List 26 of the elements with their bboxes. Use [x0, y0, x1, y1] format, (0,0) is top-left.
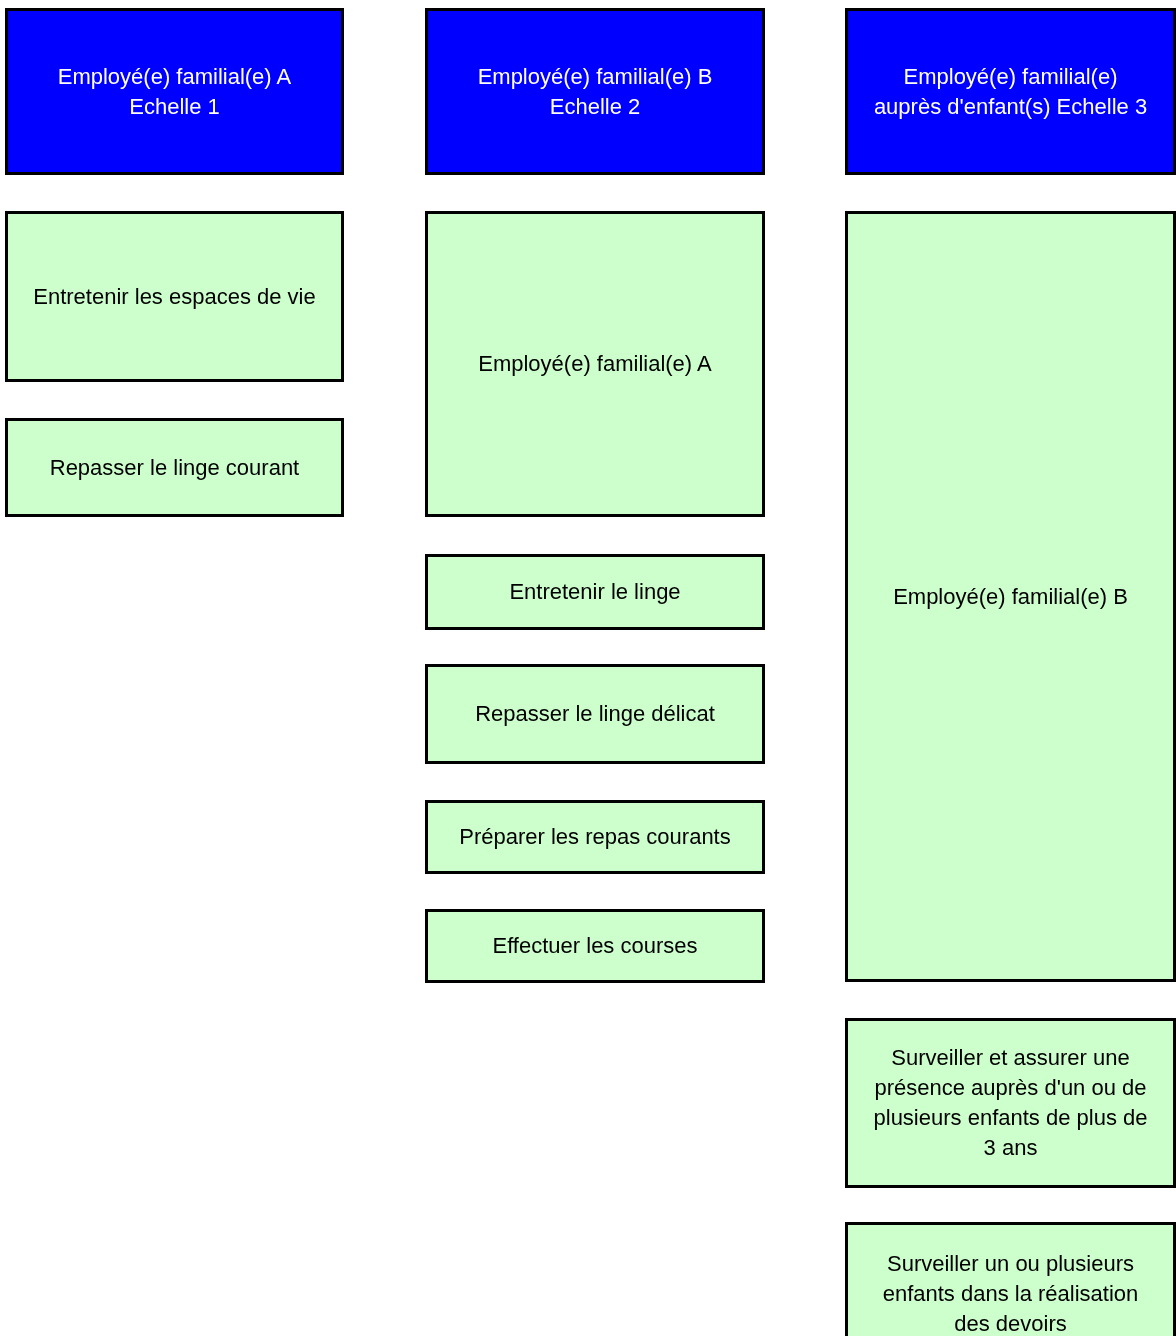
task-box	[425, 211, 765, 517]
header-box	[845, 8, 1176, 175]
box-text: Repasser le linge délicat	[475, 700, 715, 728]
box-text: Surveiller et assurer une présence auprès d'un ou de plusieurs enfants de plus de 3 ans	[872, 1044, 1149, 1162]
task-box	[425, 800, 765, 874]
header-box	[425, 8, 765, 175]
task-box	[425, 554, 765, 630]
box-text: Employé(e) familial(e) B	[893, 582, 1128, 611]
box-text: Repasser le linge courant	[49, 453, 300, 482]
box-text: Effectuer les courses	[492, 932, 698, 960]
task-box	[5, 211, 344, 382]
task-box	[845, 1018, 1176, 1188]
header-box	[5, 8, 344, 175]
box-text: Employé(e) familial(e) B Echelle 2	[476, 62, 714, 121]
task-box	[845, 1222, 1176, 1336]
box-text: Entretenir le linge	[509, 578, 681, 606]
box-text: Employé(e) familial(e) auprès d'enfant(s) Echelle 3	[872, 62, 1149, 121]
box-text: Préparer les repas courants	[459, 823, 731, 851]
task-box	[5, 418, 344, 517]
box-text: Employé(e) familial(e) A	[478, 350, 712, 378]
box-text: Employé(e) familial(e) A Echelle 1	[56, 62, 293, 121]
box-text: Surveiller un ou plusieurs enfants dans la réalisation des devoirs	[881, 1250, 1140, 1336]
task-box	[425, 909, 765, 983]
task-box	[425, 664, 765, 764]
box-text: Entretenir les espaces de vie	[33, 282, 316, 311]
task-box	[845, 211, 1176, 982]
